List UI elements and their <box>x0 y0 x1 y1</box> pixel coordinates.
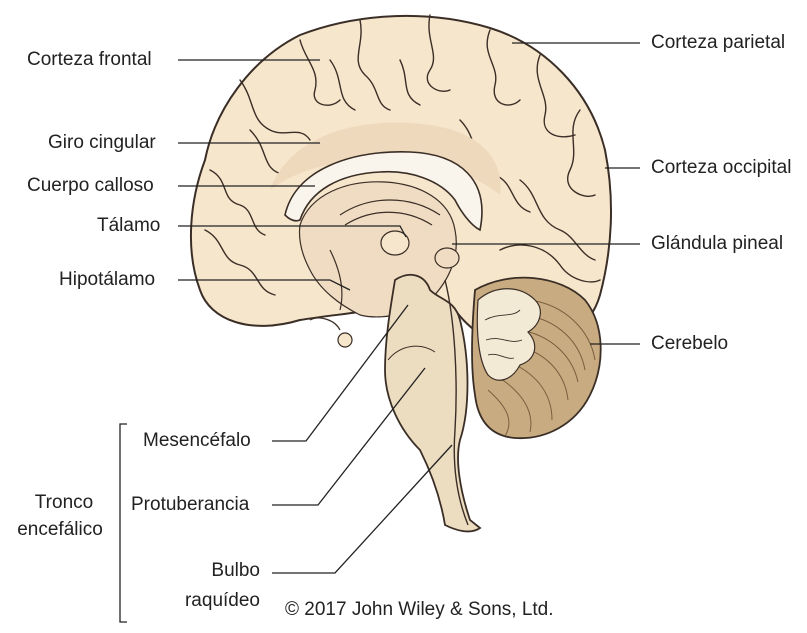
label-frontal-cortex: Corteza frontal <box>27 49 152 71</box>
label-pineal-gland: Glándula pineal <box>651 233 783 255</box>
label-cerebellum: Cerebelo <box>651 333 728 355</box>
mammillary-body <box>338 333 352 347</box>
label-thalamus: Tálamo <box>97 215 160 237</box>
label-medulla-line1: Bulbo <box>190 560 260 582</box>
label-midbrain: Mesencéfalo <box>143 430 251 452</box>
brainstem-bracket <box>120 424 127 622</box>
copyright-text: © 2017 John Wiley & Sons, Ltd. <box>285 599 554 621</box>
label-pons: Protuberancia <box>131 494 249 516</box>
label-parietal-cortex: Corteza parietal <box>651 32 785 54</box>
label-cingulate-gyrus: Giro cingular <box>48 132 156 154</box>
optic-region <box>310 318 340 330</box>
label-hypothalamus: Hipotálamo <box>59 269 155 291</box>
label-corpus-callosum: Cuerpo calloso <box>27 175 154 197</box>
label-brainstem-line1: Tronco <box>14 492 114 514</box>
label-occipital-cortex: Corteza occipital <box>651 157 791 179</box>
leader-medulla <box>272 445 452 573</box>
pineal-shape <box>435 248 459 268</box>
label-medulla-line2: raquídeo <box>170 590 260 612</box>
label-brainstem-line2: encefálico <box>6 519 114 541</box>
